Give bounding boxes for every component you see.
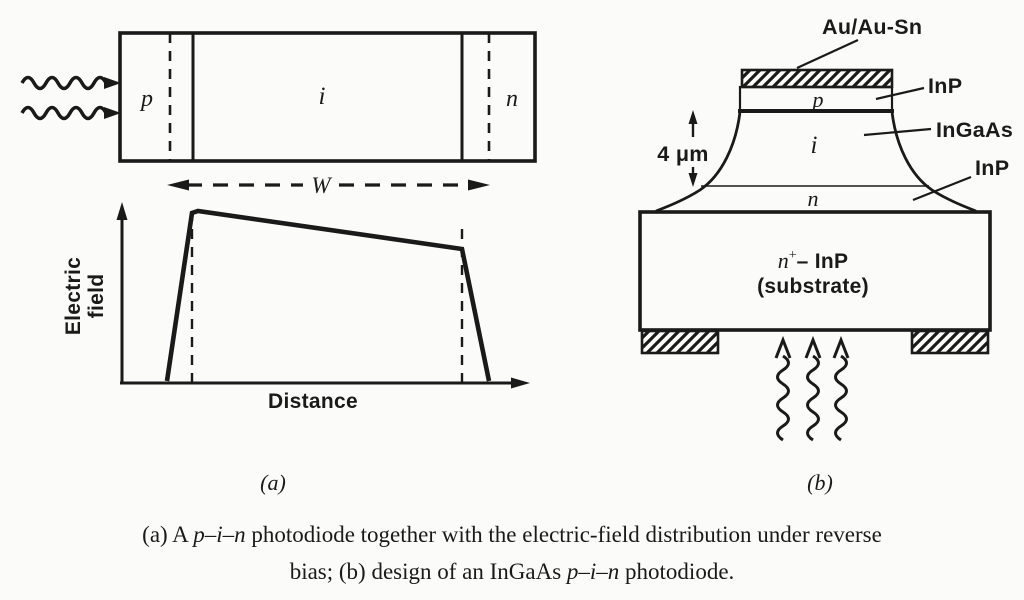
inp-top-leader-line bbox=[875, 86, 925, 101]
photon-wave-icon bbox=[776, 354, 790, 442]
ingaas-leader-line bbox=[863, 127, 932, 137]
x-axis-label: Distance bbox=[268, 390, 358, 413]
photon-arrowhead-icon bbox=[104, 77, 121, 89]
inp-top-label: InP bbox=[928, 74, 962, 98]
photon-wave-icon bbox=[20, 105, 108, 121]
ingaas-label: InGaAs bbox=[936, 118, 1013, 142]
region-n-label: n bbox=[506, 86, 518, 112]
arrow-up-icon bbox=[688, 110, 698, 124]
arrow-down-icon bbox=[688, 173, 698, 187]
arrow-right-icon bbox=[468, 179, 490, 191]
inp-bottom-label: InP bbox=[975, 156, 1009, 180]
figure-caption: (a) A p–i–n photodiode together with the… bbox=[0, 516, 1024, 590]
caption-line1-italic: p–i–n bbox=[193, 522, 246, 547]
subfig-label-b: (b) bbox=[807, 470, 833, 495]
width-dimension: W bbox=[167, 173, 490, 198]
photon-arrows-bottom bbox=[774, 335, 850, 442]
width-label: W bbox=[311, 173, 332, 198]
photon-arrowhead-icon bbox=[774, 335, 792, 359]
top-contact-hatched bbox=[740, 68, 894, 89]
efield-curve bbox=[164, 208, 492, 382]
arrow-left-icon bbox=[167, 179, 189, 191]
y-axis-label-line1: Electric bbox=[62, 257, 85, 335]
substrate-n: n bbox=[778, 248, 789, 273]
photon-arrows-left bbox=[20, 75, 121, 121]
substrate-label-line2: (substrate) bbox=[757, 275, 869, 298]
panel-b: Au/Au-Sn p i n 4 μm InP InGaAs InP n+– I… bbox=[638, 15, 1013, 442]
region-n-label: n bbox=[808, 186, 819, 211]
x-axis-arrowhead-icon bbox=[511, 377, 530, 389]
y-axis-arrowhead-icon bbox=[116, 202, 128, 220]
bottom-contact-right-hatched bbox=[910, 329, 990, 355]
thickness-label: 4 μm bbox=[657, 142, 708, 166]
contact-label: Au/Au-Sn bbox=[822, 15, 922, 39]
contact-leader-line bbox=[796, 39, 859, 69]
thickness-marker: 4 μm bbox=[657, 110, 708, 187]
region-i-label: i bbox=[319, 83, 326, 110]
caption-line1-post: photodiode together with the electric-fi… bbox=[245, 522, 882, 547]
region-i-label: i bbox=[811, 132, 818, 159]
caption-line1: (a) A p–i–n photodiode together with the… bbox=[0, 516, 1024, 553]
region-p-label: p bbox=[811, 87, 824, 112]
photon-arrowhead-icon bbox=[104, 107, 121, 119]
photon-arrowhead-icon bbox=[832, 335, 850, 359]
caption-line2: bias; (b) design of an InGaAs p–i–n phot… bbox=[0, 553, 1024, 590]
panel-a: p i n W Electric field Distance bbox=[20, 31, 537, 413]
substrate-box bbox=[638, 210, 992, 332]
photon-wave-icon bbox=[834, 354, 848, 442]
mesa-left-curve bbox=[655, 111, 742, 213]
caption-line1-pre: (a) A bbox=[142, 522, 194, 547]
pin-diode-box bbox=[118, 31, 537, 163]
region-p-label: p bbox=[139, 86, 153, 112]
subfig-label-a: (a) bbox=[260, 470, 286, 495]
substrate-label-line1: n+– InP bbox=[778, 248, 849, 273]
photon-wave-icon bbox=[806, 354, 820, 442]
photon-arrowhead-icon bbox=[804, 335, 822, 359]
caption-line2-post: photodiode. bbox=[619, 559, 735, 584]
caption-line2-pre: bias; (b) design of an InGaAs bbox=[289, 559, 567, 584]
substrate-sup: + bbox=[789, 248, 797, 263]
photon-wave-icon bbox=[20, 75, 108, 91]
inp-bottom-leader-line bbox=[912, 175, 972, 202]
caption-line2-italic: p–i–n bbox=[566, 559, 620, 584]
substrate-rest: – InP bbox=[797, 250, 849, 273]
efield-plot: Electric field Distance bbox=[62, 202, 530, 413]
bottom-contact-left-hatched bbox=[640, 329, 720, 355]
mesa-right-curve bbox=[890, 111, 977, 213]
y-axis-label-line2: field bbox=[85, 274, 108, 319]
